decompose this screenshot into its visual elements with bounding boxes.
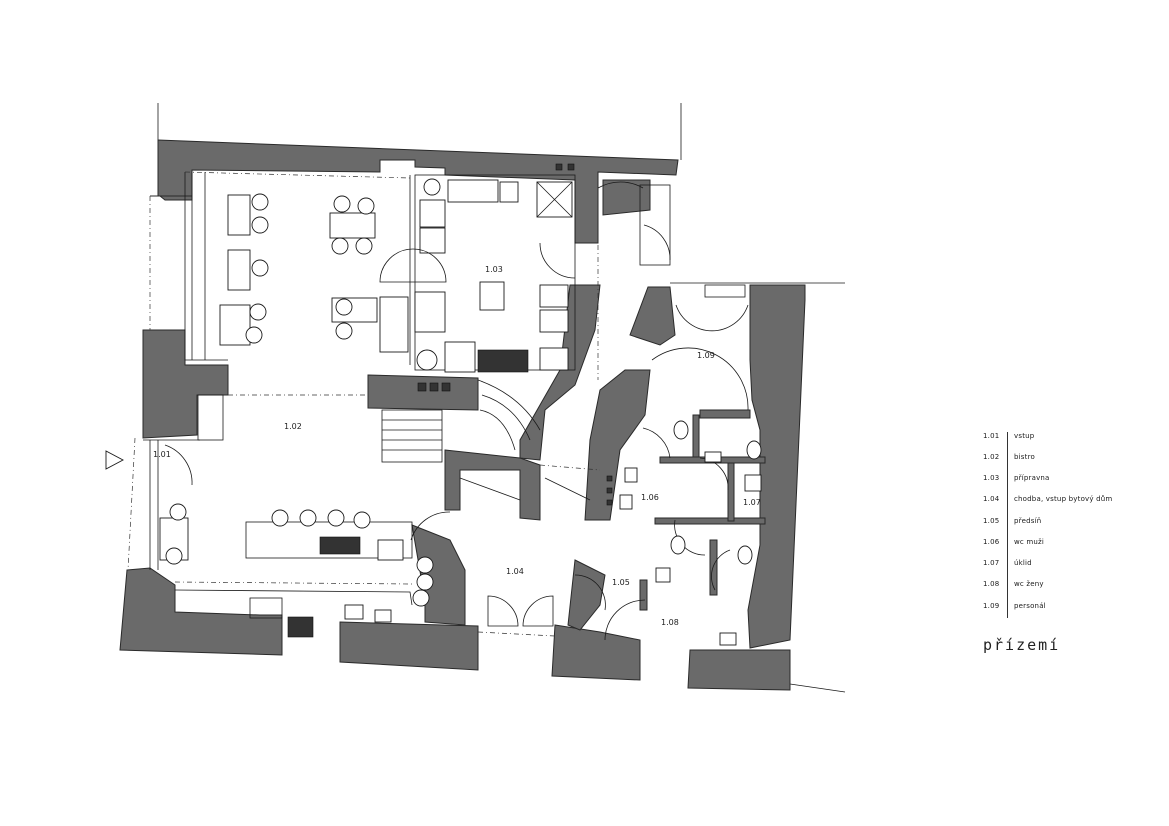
legend-name: úklid bbox=[1014, 559, 1032, 567]
legend-row: 1.02 bistro bbox=[983, 453, 1133, 467]
room-label-1.09: 1.09 bbox=[697, 351, 715, 360]
room-label-1.01: 1.01 bbox=[153, 450, 171, 459]
legend-code: 1.03 bbox=[983, 474, 1000, 482]
legend-name: wc muži bbox=[1014, 538, 1045, 546]
legend-name: wc ženy bbox=[1014, 580, 1044, 588]
legend-row: 1.01 vstup bbox=[983, 432, 1133, 446]
room-label-1.08: 1.08 bbox=[661, 618, 679, 627]
legend-code: 1.02 bbox=[983, 453, 1000, 461]
room-label-1.03: 1.03 bbox=[485, 265, 503, 274]
entrance-arrow-icon bbox=[105, 450, 124, 470]
legend-divider bbox=[1007, 432, 1008, 618]
sanitary-fixtures bbox=[606, 420, 762, 646]
floor-title: přízemí bbox=[983, 636, 1061, 654]
legend-code: 1.04 bbox=[983, 495, 1000, 503]
legend-row: 1.07 úklid bbox=[983, 559, 1133, 573]
legend-row: 1.05 předsíň bbox=[983, 517, 1133, 531]
staircase bbox=[381, 379, 591, 501]
legend-code: 1.09 bbox=[983, 602, 1000, 610]
legend-name: personál bbox=[1014, 602, 1046, 610]
walls bbox=[119, 139, 806, 691]
legend-name: přípravna bbox=[1014, 474, 1050, 482]
room-label-1.07: 1.07 bbox=[743, 498, 761, 507]
legend-code: 1.08 bbox=[983, 580, 1000, 588]
legend-name: chodba, vstup bytový dům bbox=[1014, 495, 1113, 503]
room-label-1.02: 1.02 bbox=[284, 422, 302, 431]
legend-code: 1.05 bbox=[983, 517, 1000, 525]
room-label-1.06: 1.06 bbox=[641, 493, 659, 502]
bistro-furniture bbox=[159, 193, 434, 638]
legend-row: 1.09 personál bbox=[983, 602, 1133, 616]
legend-row: 1.03 přípravna bbox=[983, 474, 1133, 488]
projection-lines bbox=[127, 171, 601, 637]
legend-name: vstup bbox=[1014, 432, 1035, 440]
room-outlines bbox=[143, 172, 746, 619]
kitchen-furniture bbox=[414, 163, 575, 392]
legend-code: 1.06 bbox=[983, 538, 1000, 546]
legend-name: bistro bbox=[1014, 453, 1035, 461]
door-swings bbox=[164, 181, 749, 641]
legend-code: 1.07 bbox=[983, 559, 1000, 567]
legend-code: 1.01 bbox=[983, 432, 1000, 440]
legend-row: 1.08 wc ženy bbox=[983, 580, 1133, 594]
site-lines bbox=[157, 103, 846, 693]
room-label-1.04: 1.04 bbox=[506, 567, 524, 576]
legend-name: předsíň bbox=[1014, 517, 1042, 525]
legend-row: 1.06 wc muži bbox=[983, 538, 1133, 552]
legend-row: 1.04 chodba, vstup bytový dům bbox=[983, 495, 1133, 509]
room-label-1.05: 1.05 bbox=[612, 578, 630, 587]
